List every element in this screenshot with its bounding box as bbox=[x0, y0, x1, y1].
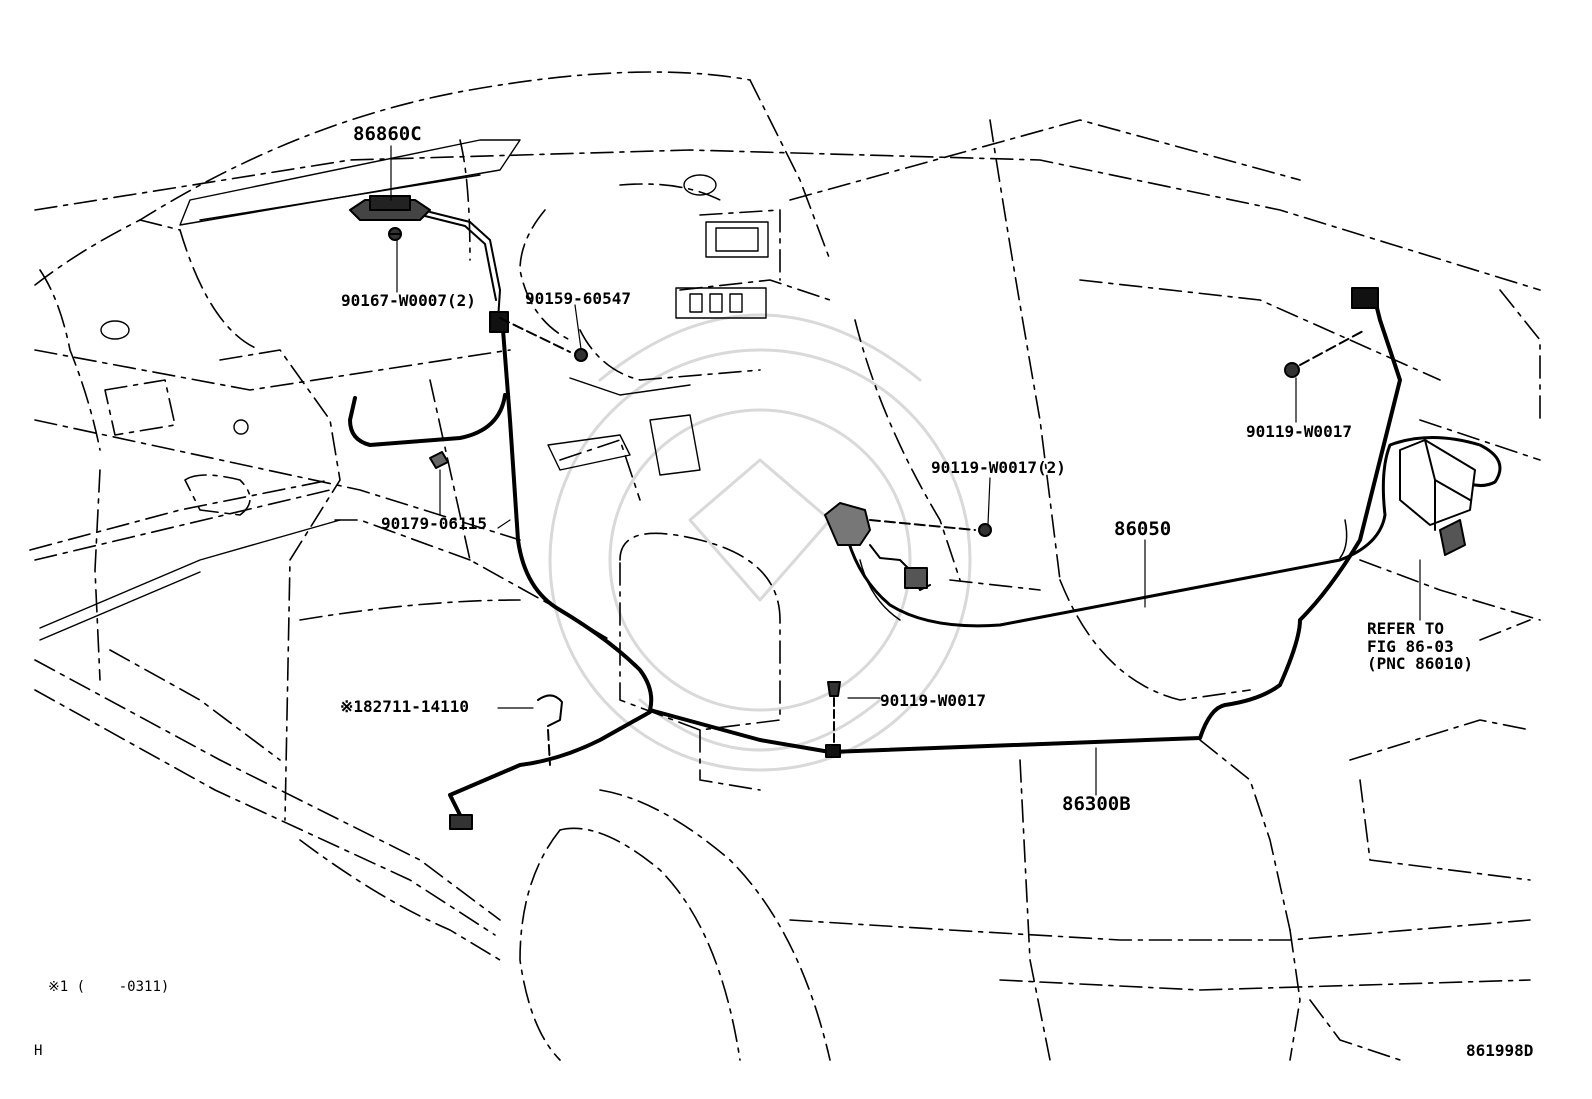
label-90119-w0017-right: 90119-W0017 bbox=[1246, 422, 1352, 441]
footnote-applicability: ※1 ( -0311) bbox=[48, 979, 170, 995]
component-182711-clamp bbox=[537, 694, 563, 766]
component-connector-center bbox=[489, 311, 571, 353]
component-90167-clip bbox=[388, 227, 402, 241]
label-86860c: 86860C bbox=[353, 123, 422, 145]
component-front-connector bbox=[449, 814, 473, 830]
label-90167-w0007: 90167-W0007(2) bbox=[341, 291, 476, 310]
dashboard-detail bbox=[39, 139, 769, 641]
component-rear-connector bbox=[1351, 287, 1379, 309]
car-body-outline bbox=[29, 71, 1541, 1061]
label-90119-w0017-floor: 90119-W0017 bbox=[880, 691, 986, 710]
refer-note-line-2: FIG 86-03 bbox=[1367, 637, 1454, 656]
antenna-cable-86050 bbox=[846, 436, 1502, 628]
leader-lines bbox=[390, 145, 1421, 796]
component-antenna-amplifier-box bbox=[1399, 439, 1476, 556]
component-90179-nut bbox=[429, 451, 449, 469]
refer-note-line-1: REFER TO bbox=[1367, 619, 1445, 638]
label-90179-06115: 90179-06115 bbox=[381, 514, 487, 533]
component-90119-screw-floor bbox=[825, 681, 841, 758]
corner-code: H bbox=[34, 1043, 43, 1059]
wire-harness-86300b bbox=[348, 298, 1402, 817]
label-86050: 86050 bbox=[1114, 518, 1172, 540]
component-90159-clip bbox=[574, 348, 588, 362]
component-90119-screw-right bbox=[1284, 329, 1366, 378]
label-90159-60547: 90159-60547 bbox=[525, 289, 631, 308]
component-amplifier-unit bbox=[824, 502, 931, 591]
label-86300b: 86300B bbox=[1062, 793, 1131, 815]
label-182711-14110: ※182711-14110 bbox=[340, 697, 469, 716]
figure-id: 861998D bbox=[1466, 1041, 1534, 1060]
label-90119-w0017-2: 90119-W0017(2) bbox=[931, 458, 1066, 477]
refer-note-line-3: (PNC 86010) bbox=[1367, 654, 1473, 673]
component-86860c-bracket bbox=[349, 195, 501, 321]
component-90119-screw-center bbox=[869, 519, 992, 537]
